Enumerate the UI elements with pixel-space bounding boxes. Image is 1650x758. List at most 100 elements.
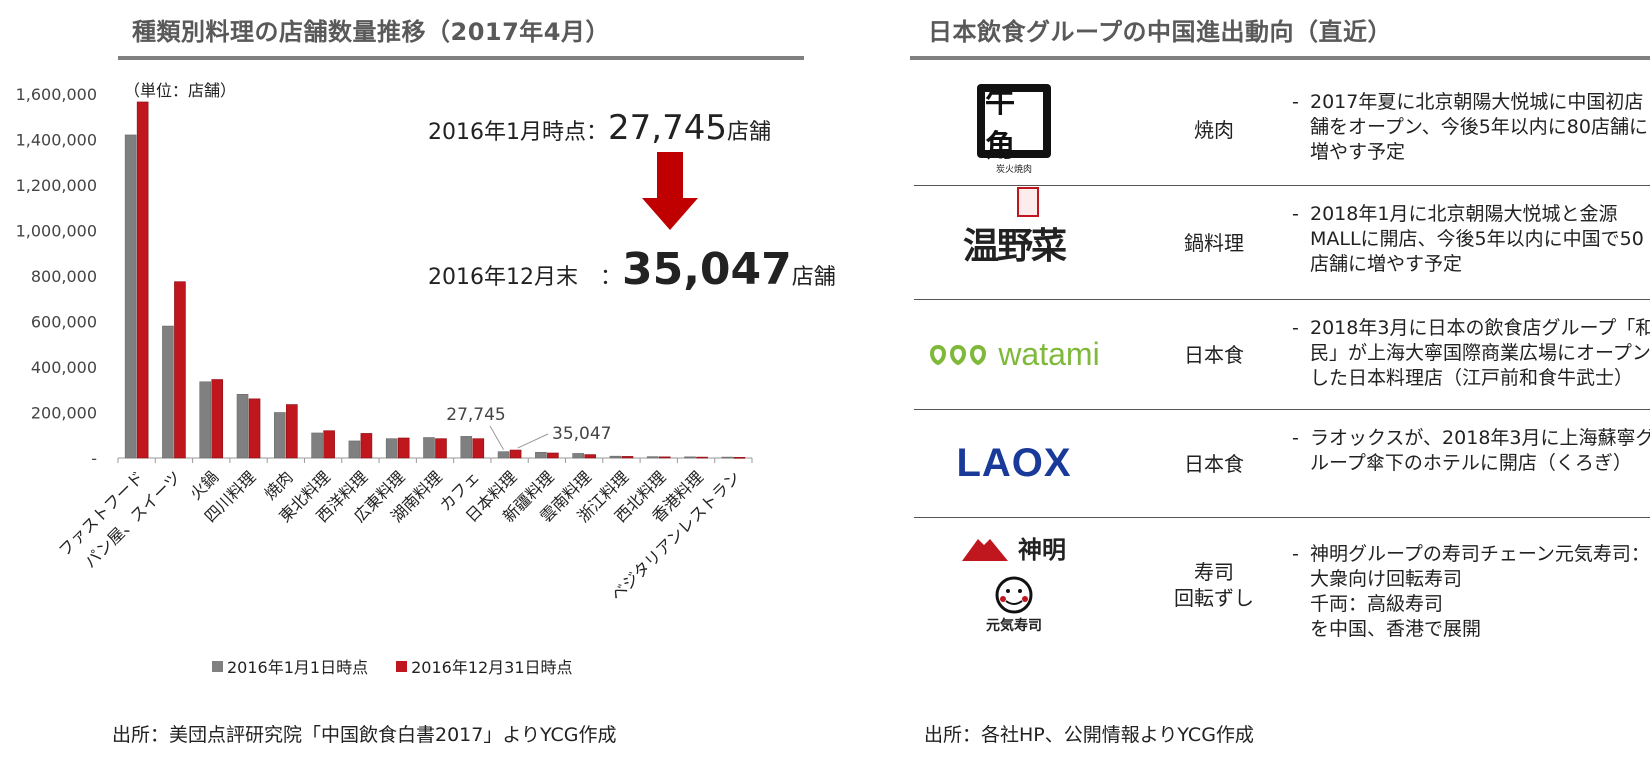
table-row: LAOX 日本食 ラオックスが、2018年3月に上海蘇寧グループ傘下のホテルに開… <box>914 410 1650 518</box>
right-source-note: 出所：各社HP、公開情報よりYCG作成 <box>924 724 1254 746</box>
bar-series2 <box>547 452 559 459</box>
shinmei-mountain-icon <box>962 538 1008 561</box>
y-tick-label: 1,600,000 <box>16 85 97 104</box>
cuisine-cell: 日本食 <box>1184 451 1244 476</box>
cuisine-cell: 焼肉 <box>1194 117 1234 142</box>
bar-series1 <box>721 456 734 459</box>
bar-series1 <box>535 452 547 459</box>
chart-legend: 2016年1月1日時点 2016年12月31日時点 <box>212 654 573 678</box>
data-label-leader-dec <box>517 433 549 449</box>
onyasai-logo-mark: 温野菜 <box>962 224 1067 267</box>
bar-series2 <box>696 456 708 459</box>
japanese-groups-table: 牛角 炭火焼肉 焼肉 2017年夏に北京朝陽大悦城に中国初店舗をオープン、今後5… <box>914 74 1650 652</box>
shinmei-logo: 神明 元気寿司 <box>914 518 1114 652</box>
shinmei-wordmark: 神明 <box>1018 536 1066 564</box>
bar-series2 <box>472 438 485 459</box>
watami-hearts-icon <box>930 344 987 365</box>
bar-series2 <box>658 456 671 459</box>
down-arrow-icon <box>642 152 698 230</box>
table-row: 神明 元気寿司 寿司 回転ずし 神明グループの寿司チェーン元気寿司：大衆向け回転… <box>914 518 1650 652</box>
bar-series1 <box>572 453 584 459</box>
description-cell: 2018年1月に北京朝陽大悦城と金源MALLに開店、今後5年以内に中国で50店舗… <box>1292 202 1650 277</box>
legend-item-series2: 2016年12月31日時点 <box>396 654 573 678</box>
bar-series1 <box>162 325 174 459</box>
onyasai-logo: 温野菜 <box>914 186 1114 299</box>
bar-series1 <box>236 393 249 459</box>
callout-dec-value: 35,047 <box>621 244 792 295</box>
bar-series2 <box>286 404 298 459</box>
table-row: 温野菜 鍋料理 2018年1月に北京朝陽大悦城と金源MALLに開店、今後5年以内… <box>914 186 1650 300</box>
bar-series1 <box>684 456 696 459</box>
gyukaku-logo: 牛角 炭火焼肉 <box>914 74 1114 185</box>
data-label-jan: 27,745 <box>446 405 505 425</box>
cuisine-cell: 鍋料理 <box>1184 230 1244 255</box>
gyukaku-logo-mark: 牛角 <box>985 85 1043 164</box>
data-label-dec: 35,047 <box>552 424 611 444</box>
callout-dec-suffix: 店舗 <box>791 265 836 290</box>
cuisine-cell: 日本食 <box>1184 342 1244 367</box>
bar-series1 <box>311 432 323 459</box>
y-tick-label: 1,200,000 <box>16 176 97 195</box>
y-tick-label: 1,400,000 <box>16 131 97 150</box>
legend-item-series1: 2016年1月1日時点 <box>212 654 368 678</box>
description-cell: 2018年3月に日本の飲食店グループ「和民」が上海大寧国際商業広場にオープンした… <box>1292 316 1650 391</box>
bar-series2 <box>397 437 410 459</box>
y-tick-label: 1,000,000 <box>16 222 97 241</box>
description-cell: ラオックスが、2018年3月に上海蘇寧グループ傘下のホテルに開店（くろぎ） <box>1292 426 1650 476</box>
onyasai-seal-icon <box>1016 186 1039 217</box>
laox-wordmark: LAOX <box>956 441 1072 485</box>
y-tick-label: 600,000 <box>31 313 97 332</box>
callout-jan-2016: 2016年1月時点：27,745店舗 <box>428 108 771 148</box>
bar-series1 <box>460 436 473 459</box>
table-row: 牛角 炭火焼肉 焼肉 2017年夏に北京朝陽大悦城に中国初店舗をオープン、今後5… <box>914 74 1650 186</box>
store-count-bar-chart: （単位：店舗）-200,000400,000600,000800,0001,00… <box>16 81 753 605</box>
bar-series2 <box>211 379 224 459</box>
description-cell: 神明グループの寿司チェーン元気寿司：大衆向け回転寿司 千両：高級寿司 を中国、香… <box>1292 542 1650 642</box>
unit-label: （単位：店舗） <box>124 81 236 100</box>
bar-series1 <box>124 134 137 459</box>
gyukaku-logo-sub: 炭火焼肉 <box>995 165 1032 175</box>
callout-dec-2016: 2016年12月末 ：35,047店舗 <box>428 244 836 295</box>
bar-series1 <box>609 455 622 459</box>
bar-series2 <box>248 398 261 459</box>
bar-series1 <box>385 438 398 459</box>
left-title-rule <box>118 56 804 60</box>
legend-swatch-series1 <box>212 660 223 672</box>
table-row: watami 日本食 2018年3月に日本の飲食店グループ「和民」が上海大寧国際… <box>914 300 1650 410</box>
bar-series1 <box>348 440 361 459</box>
callout-dec-label: 2016年12月末 ： <box>428 265 622 290</box>
callout-jan-suffix: 店舗 <box>726 120 771 145</box>
bar-series2 <box>733 457 746 459</box>
left-panel-title: 種類別料理の店舗数量推移（2017年4月） <box>132 18 610 46</box>
legend-swatch-series2 <box>396 660 408 672</box>
laox-logo: LAOX <box>914 410 1114 517</box>
bar-series1 <box>497 451 510 459</box>
watami-wordmark: watami <box>998 336 1100 372</box>
bar-series1 <box>274 412 286 459</box>
y-tick-label: - <box>91 449 97 468</box>
legend-label-series1: 2016年1月1日時点 <box>227 658 369 677</box>
bar-series1 <box>199 381 212 459</box>
right-title-rule <box>910 56 1650 60</box>
bar-series2 <box>621 456 634 459</box>
cuisine-cell: 寿司 回転ずし <box>1174 560 1254 610</box>
bar-series2 <box>136 101 149 459</box>
genki-sushi-wordmark: 元気寿司 <box>986 618 1042 634</box>
callout-jan-label: 2016年1月時点： <box>428 120 608 145</box>
description-cell: 2017年夏に北京朝陽大悦城に中国初店舗をオープン、今後5年以内に80店舗に増や… <box>1292 90 1650 165</box>
y-tick-label: 800,000 <box>31 267 97 286</box>
left-source-note: 出所：美団点評研究院「中国飲食白書2017」よりYCG作成 <box>112 724 617 746</box>
bar-series2 <box>323 430 335 459</box>
bar-series2 <box>435 438 447 459</box>
y-tick-label: 400,000 <box>31 358 97 377</box>
callout-jan-value: 27,745 <box>608 108 727 148</box>
right-panel-title: 日本飲食グループの中国進出動向（直近） <box>928 18 1393 46</box>
bar-series2 <box>360 433 373 459</box>
data-label-leader-jan <box>489 425 505 450</box>
watami-logo: watami <box>914 300 1114 409</box>
bar-series2 <box>509 449 522 459</box>
bar-series1 <box>646 456 659 459</box>
bar-series2 <box>584 454 596 459</box>
bar-series2 <box>174 281 186 459</box>
genki-sushi-face-icon <box>995 576 1033 614</box>
